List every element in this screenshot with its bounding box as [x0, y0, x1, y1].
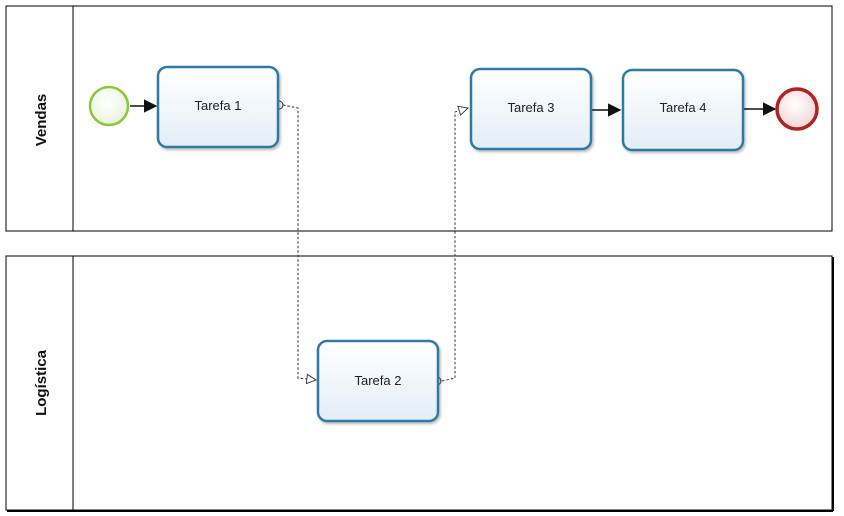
- task-tarefa-4[interactable]: Tarefa 4: [621, 68, 745, 152]
- task-tarefa-3-label: Tarefa 3: [508, 100, 555, 115]
- task-tarefa-4-label: Tarefa 4: [660, 100, 707, 115]
- end-event[interactable]: [775, 87, 819, 131]
- task-tarefa-2[interactable]: Tarefa 2: [316, 339, 440, 423]
- task-tarefa-2-label: Tarefa 2: [355, 373, 402, 388]
- message-flow-t2-t3[interactable]: [441, 108, 468, 382]
- start-event[interactable]: [88, 85, 130, 127]
- task-tarefa-3[interactable]: Tarefa 3: [469, 67, 593, 151]
- pool-vendas-label: Vendas: [33, 94, 50, 147]
- task-tarefa-1[interactable]: Tarefa 1: [156, 65, 280, 149]
- message-flow-t1-t2[interactable]: [282, 104, 316, 380]
- pool-logistica-label: Logística: [33, 349, 50, 416]
- task-tarefa-1-label: Tarefa 1: [195, 98, 242, 113]
